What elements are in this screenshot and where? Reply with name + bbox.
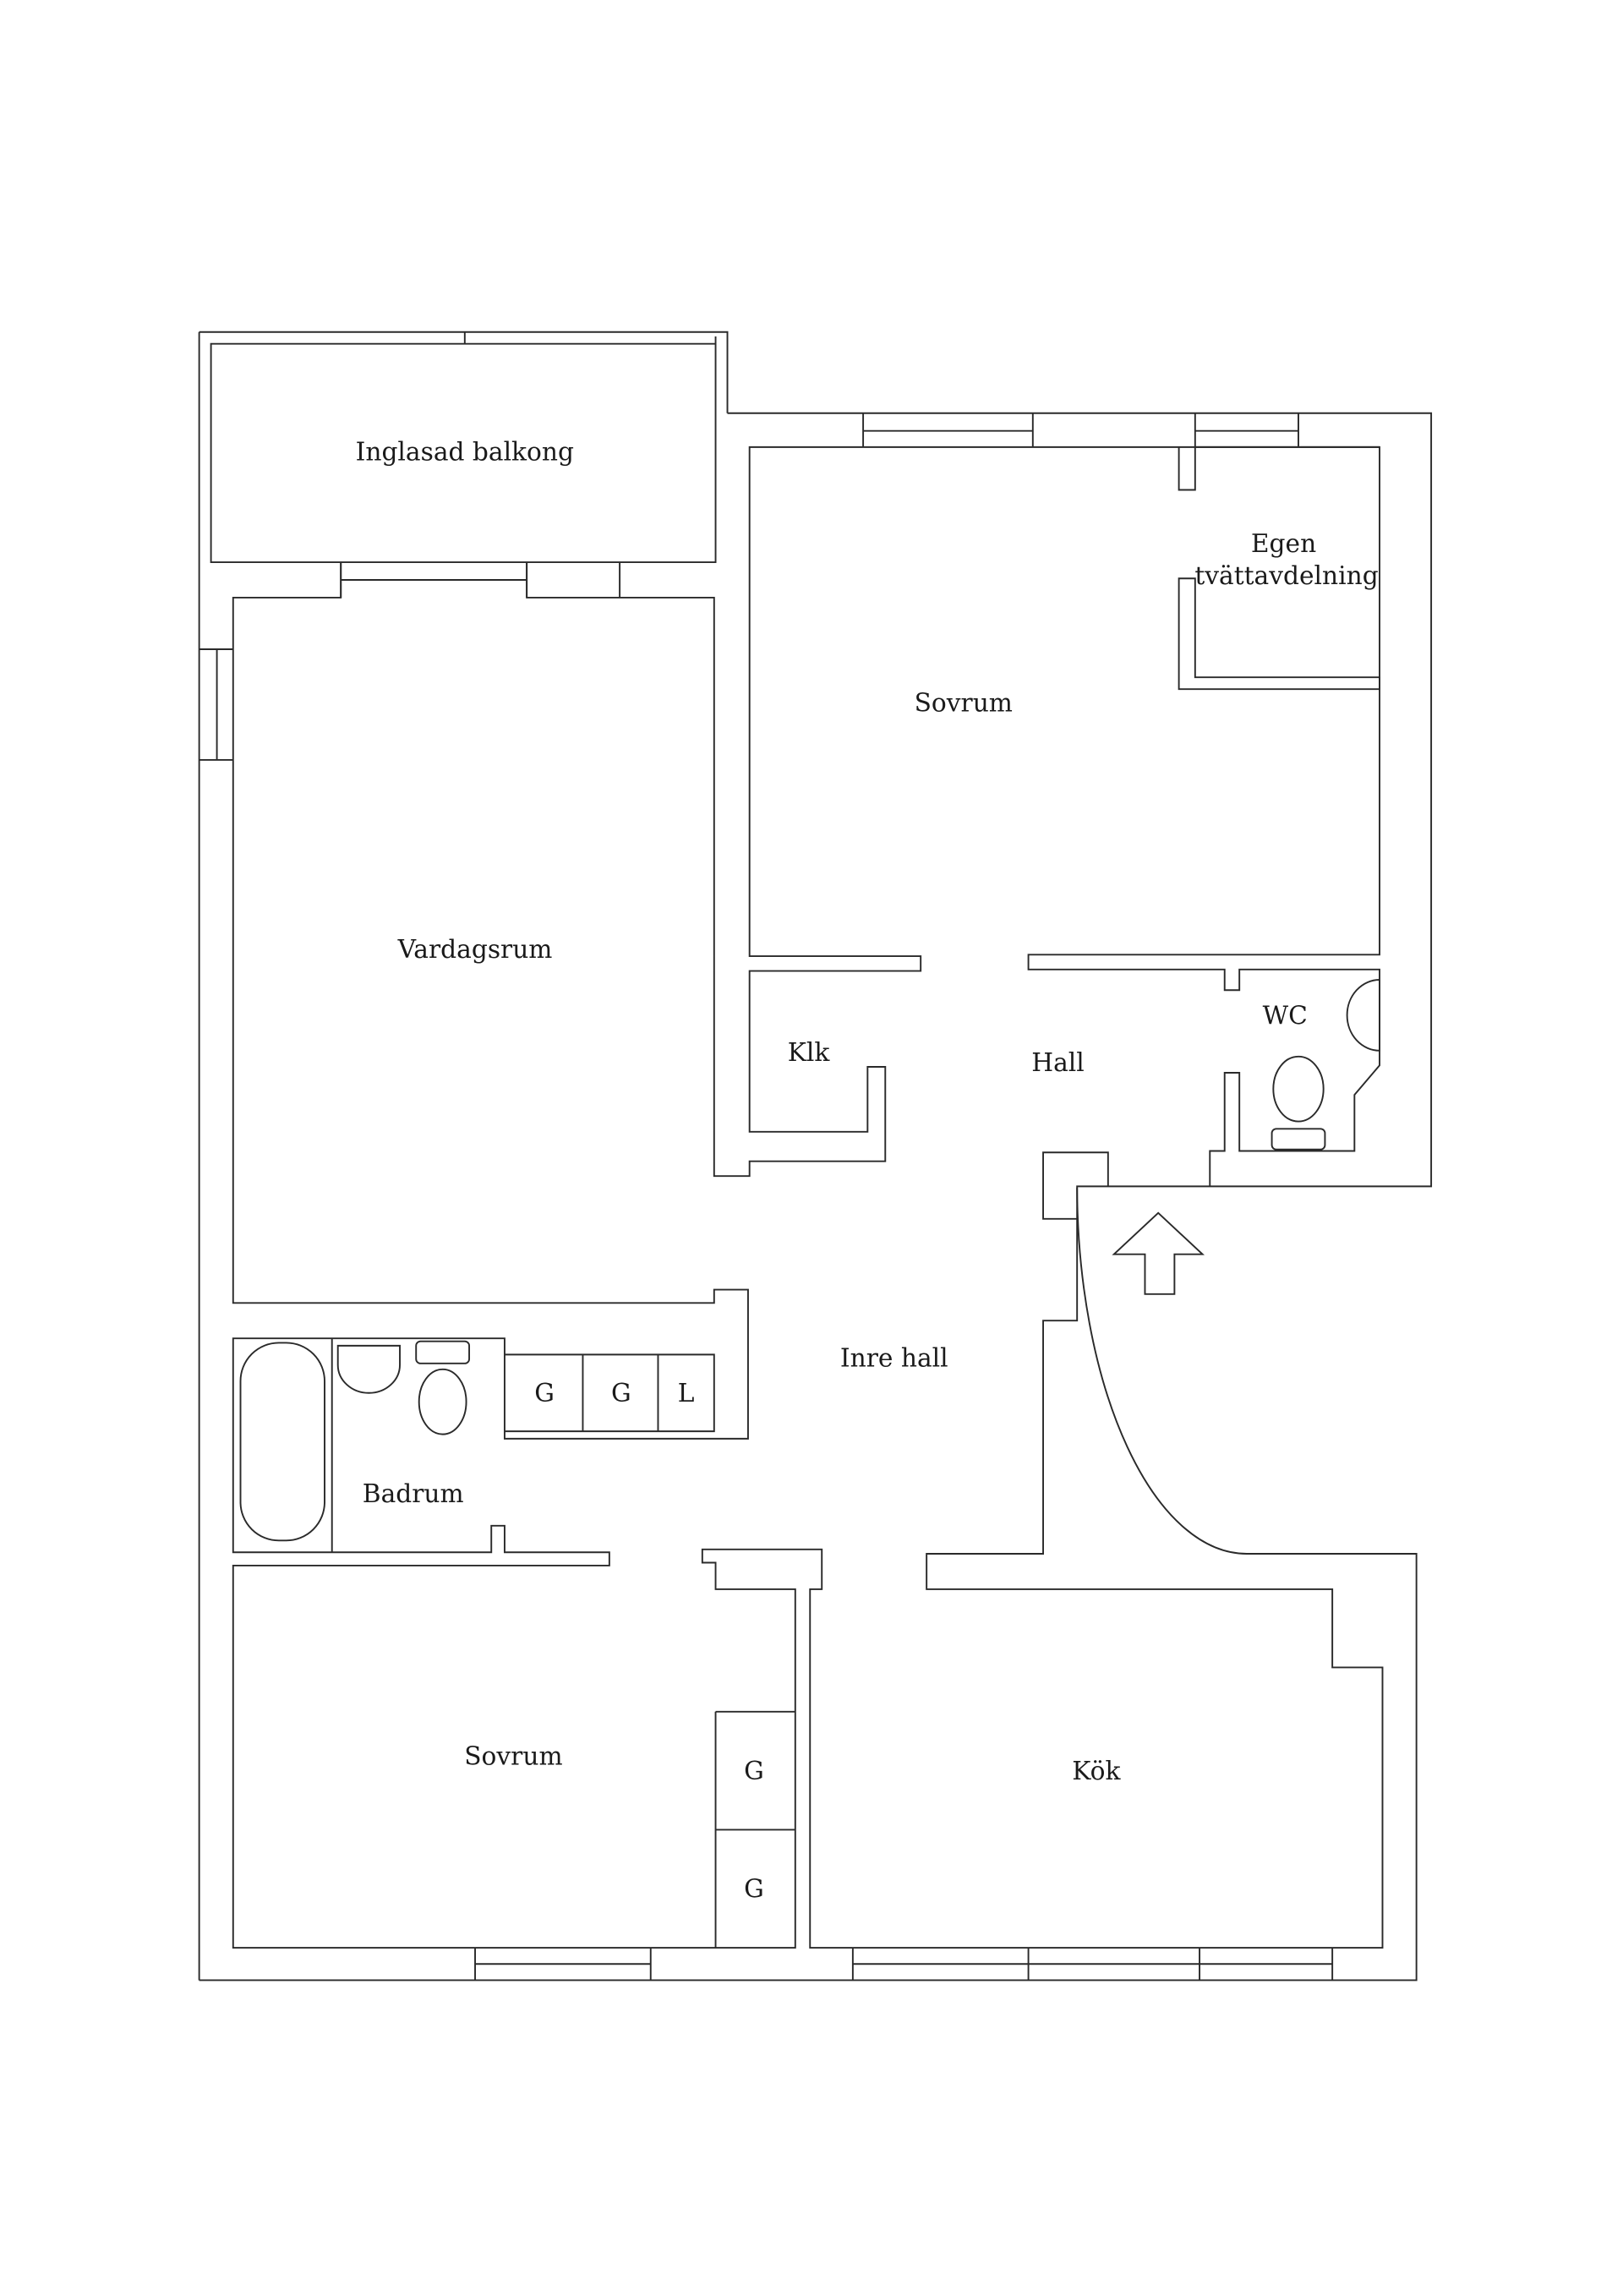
room-label-inner-hall: Inre hall bbox=[840, 1342, 948, 1372]
storage-label: G bbox=[534, 1378, 555, 1408]
room-label-bedroom-bottom: Sovrum bbox=[464, 1741, 562, 1771]
storage-label: G bbox=[744, 1874, 764, 1904]
room-label-living-room: Vardagsrum bbox=[397, 934, 553, 964]
room-label-closet: Klk bbox=[788, 1037, 831, 1067]
bathtub-icon bbox=[239, 1342, 325, 1542]
toilet-icon bbox=[418, 1368, 467, 1435]
room-label-bathroom: Badrum bbox=[363, 1479, 464, 1508]
entrance-arrow-icon bbox=[1112, 1211, 1205, 1295]
room-label-wc: WC bbox=[1263, 1000, 1308, 1030]
laundry-walls bbox=[1178, 446, 1380, 691]
room-label-hall: Hall bbox=[1031, 1047, 1085, 1077]
wc-toilet-tank-icon bbox=[1271, 1128, 1326, 1151]
outer-wall bbox=[232, 412, 1433, 1949]
room-label-laundry-1: Egen bbox=[1251, 528, 1316, 558]
sink-icon bbox=[336, 1344, 401, 1394]
room-label-kitchen: Kök bbox=[1072, 1756, 1121, 1785]
storage-label: G bbox=[611, 1378, 631, 1408]
room-label-laundry-2: tvättavdelning bbox=[1194, 560, 1378, 590]
room-label-bedroom-top: Sovrum bbox=[915, 687, 1013, 717]
storage-label: G bbox=[744, 1756, 764, 1785]
storage-label: L bbox=[678, 1378, 695, 1408]
room-label-balcony: Inglasad balkong bbox=[356, 437, 574, 467]
windows bbox=[199, 413, 1334, 1981]
outer-wall-bottom bbox=[199, 1188, 1418, 1982]
wardrobes bbox=[504, 1353, 795, 1949]
wc-toilet-icon bbox=[1272, 1055, 1325, 1123]
balcony-outline bbox=[198, 331, 729, 1981]
toilet-tank-icon bbox=[415, 1340, 471, 1364]
wc-sink-icon bbox=[1346, 979, 1380, 1052]
labels: Inglasad balkong Sovrum Egen tvättavdeln… bbox=[356, 437, 1379, 1904]
walls bbox=[198, 331, 1433, 1982]
